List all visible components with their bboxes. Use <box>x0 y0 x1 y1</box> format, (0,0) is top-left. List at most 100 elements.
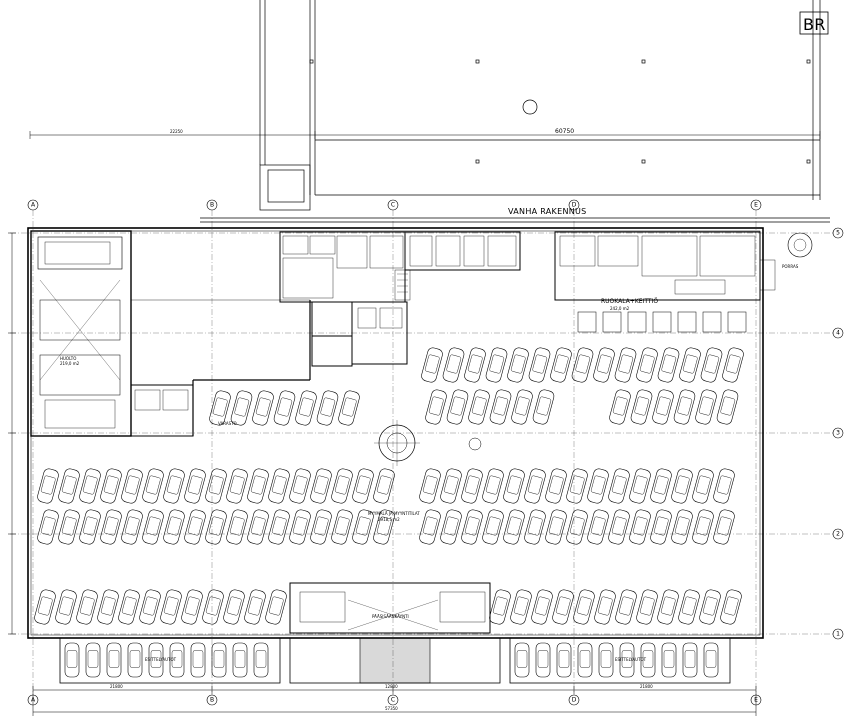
canteen-table <box>727 311 747 333</box>
car-outline <box>331 509 353 545</box>
logo: BR <box>799 11 829 35</box>
car-outline <box>629 509 651 545</box>
old-building-strip <box>200 217 830 223</box>
dim-top-right: 60750 <box>555 128 574 135</box>
car-outline <box>121 468 143 504</box>
car-outline <box>692 509 714 545</box>
car-outline <box>679 347 701 383</box>
car-outline <box>619 642 635 678</box>
car-outline <box>184 509 206 545</box>
car-outline <box>699 589 721 625</box>
car-outline <box>442 347 465 383</box>
top-dimension-line <box>29 131 821 139</box>
car-outline <box>209 390 231 426</box>
car-outline <box>37 509 59 545</box>
car-outline <box>532 389 555 425</box>
car-outline <box>461 468 483 504</box>
dim-bottom-mid: 12800 <box>385 684 398 689</box>
car-outline <box>531 589 553 625</box>
car-outline <box>545 468 567 504</box>
car-outline <box>673 389 696 425</box>
car-outline <box>190 642 206 678</box>
car-outline <box>425 389 447 425</box>
canteen-table <box>677 311 697 333</box>
car-outline <box>421 347 443 383</box>
car-outline <box>716 389 739 425</box>
car-outline <box>79 509 101 545</box>
car-outline <box>692 468 714 504</box>
canteen-tables <box>577 311 747 333</box>
grid-col-c-bottom: C <box>391 697 395 704</box>
car-outline <box>139 589 161 625</box>
grid-col-e-top: E <box>754 202 758 209</box>
car-outline <box>545 509 567 545</box>
room-sales-hall: MYYMÄLÄ JA MYYNTITILAT <box>368 511 420 516</box>
car-outline <box>373 509 395 545</box>
old-building-upper <box>259 0 821 211</box>
car-outline <box>169 642 185 678</box>
car-outline <box>587 509 609 545</box>
car-outline <box>720 589 742 625</box>
car-outline <box>352 468 374 504</box>
car-outline <box>722 347 744 383</box>
car-outline <box>121 509 143 545</box>
car-outline <box>440 509 462 545</box>
car-outline <box>615 589 637 625</box>
car-outline <box>148 642 164 678</box>
car-outline <box>331 468 353 504</box>
grid-col-d-bottom: D <box>572 697 577 704</box>
car-outline <box>671 468 693 504</box>
room-stairs: PORRAS <box>782 264 799 269</box>
car-outline <box>485 347 508 383</box>
canteen-table <box>602 311 622 333</box>
grid-col-d-top: D <box>572 202 577 209</box>
car-outline <box>58 468 80 504</box>
car-outline <box>273 390 296 426</box>
car-outline <box>160 589 182 625</box>
car-outline <box>184 468 206 504</box>
car-outline <box>163 509 185 545</box>
car-outline <box>464 347 486 383</box>
car-outline <box>310 468 332 504</box>
car-outline <box>700 347 723 383</box>
canteen-table <box>577 311 597 333</box>
dim-bottom-left: 21800 <box>110 684 123 689</box>
car-outline <box>609 389 631 425</box>
car-outline <box>226 468 248 504</box>
car-outline <box>252 390 274 426</box>
car-outline <box>636 347 658 383</box>
car-outline <box>142 509 164 545</box>
room-sales-hall-area: 2918,5 m2 <box>378 517 400 522</box>
car-outline <box>265 589 287 625</box>
outdoor-bay-frames <box>59 637 731 684</box>
car-outline <box>85 642 101 678</box>
car-outline <box>713 468 735 504</box>
grid-col-b-bottom: B <box>210 697 214 704</box>
car-outline <box>636 589 658 625</box>
car-outline <box>489 389 512 425</box>
car-outline <box>211 642 227 678</box>
car-outline <box>79 468 101 504</box>
car-outline <box>37 468 59 504</box>
grid-row-3-right: 3 <box>836 430 840 437</box>
room-display-cars-left: ESITTELYAUTOT <box>145 657 177 662</box>
canteen-table <box>627 311 647 333</box>
car-outline <box>524 468 546 504</box>
entrance-area <box>289 582 501 684</box>
car-outline <box>577 642 593 678</box>
car-outline <box>106 642 122 678</box>
car-outline <box>289 468 311 504</box>
car-outline <box>247 468 269 504</box>
canteen-table <box>652 311 672 333</box>
grid-row-1-right: 1 <box>836 631 840 638</box>
car-outline <box>97 589 119 625</box>
car-outline <box>511 389 533 425</box>
car-outline <box>100 509 122 545</box>
car-outline <box>205 468 227 504</box>
car-outline <box>566 468 588 504</box>
car-outline <box>614 347 637 383</box>
turntable <box>374 420 482 466</box>
kitchen-block <box>554 231 813 301</box>
car-outline <box>573 589 595 625</box>
car-outline <box>524 509 546 545</box>
